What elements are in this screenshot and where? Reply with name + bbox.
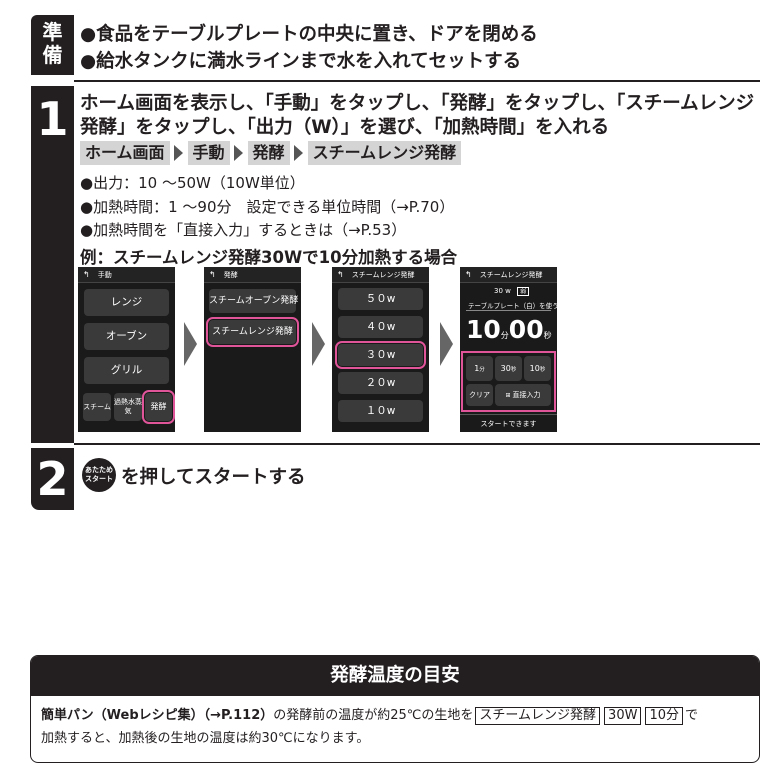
breadcrumb-arrow-icon bbox=[173, 145, 183, 161]
breadcrumb-home: ホーム画面 bbox=[80, 141, 170, 165]
direct-input-button[interactable]: ⊞ 直接入力 bbox=[495, 384, 551, 406]
direct-input-label: 直接入力 bbox=[512, 391, 541, 399]
breadcrumb-arrow-icon bbox=[233, 145, 243, 161]
warm-start-key-line-1: あたため bbox=[85, 466, 113, 474]
step-2-tab: 2 bbox=[31, 448, 74, 510]
time-seconds-unit: 秒 bbox=[543, 331, 552, 340]
screen-manual: ↰ 手動 レンジ オーブン グリル スチーム 過熱水蒸気 発酵 bbox=[78, 267, 175, 432]
screen-power-select: ↰ スチームレンジ発酵 ５０w ４０w ３０w ２０w １０w bbox=[332, 267, 429, 432]
screen-title: 発酵 bbox=[223, 271, 238, 279]
add-10sec-unit: 秒 bbox=[539, 367, 546, 373]
power-40w-button[interactable]: ４０w bbox=[338, 316, 423, 338]
power-30w-button[interactable]: ３０w bbox=[335, 341, 426, 369]
clear-button[interactable]: クリア bbox=[466, 384, 493, 406]
breadcrumb: ホーム画面 手動 発酵 スチームレンジ発酵 bbox=[80, 141, 462, 165]
power-50w-button[interactable]: ５０w bbox=[338, 288, 423, 310]
back-icon[interactable]: ↰ bbox=[209, 270, 216, 279]
add-10sec-button[interactable]: 10秒 bbox=[524, 356, 551, 381]
separator bbox=[466, 310, 551, 311]
breadcrumb-manual: 手動 bbox=[187, 141, 230, 165]
add-10sec-label: 10 bbox=[529, 364, 540, 373]
step-2-instruction: を押してスタートする bbox=[121, 467, 306, 488]
breadcrumb-ferment: 発酵 bbox=[247, 141, 290, 165]
info-output: ●出力：10 ～50W（10W単位） bbox=[80, 174, 305, 192]
divider-step1 bbox=[74, 443, 760, 445]
screen-header: ↰ スチームレンジ発酵 bbox=[460, 267, 557, 283]
info-direct-input: ●加熱時間を「直接入力」するときは（→P.53） bbox=[80, 221, 407, 239]
guide-body: 簡単パン（Webレシピ集）（→P.112）の発酵前の温度が約25℃の生地をスチー… bbox=[31, 696, 759, 750]
add-1min-label: 1 bbox=[474, 364, 480, 373]
guide-line-2: 加熱すると、加熱後の生地の温度は約30℃になります。 bbox=[41, 731, 370, 746]
steam-oven-ferment-button[interactable]: スチームオーブン発酵 bbox=[209, 289, 298, 313]
back-icon[interactable]: ↰ bbox=[83, 270, 90, 279]
divider-prep bbox=[74, 80, 760, 82]
example-title: 例：スチームレンジ発酵30Wで10分加熱する場合 bbox=[80, 248, 458, 267]
power-readout: 30 w 弱 bbox=[494, 286, 530, 296]
warm-start-key-line-2: スタート bbox=[85, 475, 113, 483]
key-10min: 10分 bbox=[645, 707, 683, 725]
guide-recipe-ref: 簡単パン（Webレシピ集）（→P.112） bbox=[41, 708, 274, 723]
prep-tab-char-1: 準 bbox=[42, 20, 63, 44]
screen-header: ↰ スチームレンジ発酵 bbox=[332, 267, 429, 283]
screen-title: スチームレンジ発酵 bbox=[351, 271, 415, 279]
step-1-tab: 1 bbox=[31, 86, 74, 443]
screen-header: ↰ 手動 bbox=[78, 267, 175, 283]
add-1min-button[interactable]: 1分 bbox=[466, 356, 493, 381]
plate-notice: テーブルプレート（白）を使う bbox=[468, 302, 557, 310]
key-30w: 30W bbox=[604, 707, 642, 725]
steam-range-ferment-button[interactable]: スチームレンジ発酵 bbox=[206, 317, 299, 347]
screen-title: スチームレンジ発酵 bbox=[479, 271, 543, 279]
prep-step-tab: 準 備 bbox=[31, 15, 74, 75]
time-readout: 10分00秒 bbox=[466, 313, 552, 353]
flow-arrow-icon bbox=[312, 322, 325, 366]
guide-title: 発酵温度の目安 bbox=[31, 656, 759, 696]
guide-text-1: の発酵前の温度が約25℃の生地を bbox=[273, 708, 474, 723]
prep-tab-char-2: 備 bbox=[42, 43, 63, 67]
time-minutes: 10 bbox=[466, 315, 501, 344]
warm-start-key-icon: あたため スタート bbox=[82, 458, 116, 492]
keypad-icon: ⊞ bbox=[505, 392, 513, 399]
steam-button[interactable]: スチーム bbox=[83, 393, 111, 421]
time-buttons-group: 1分 30秒 10秒 クリア ⊞ 直接入力 bbox=[461, 351, 556, 412]
screen-header: ↰ 発酵 bbox=[204, 267, 301, 283]
info-time: ●加熱時間：1 ～90分 設定できる単位時間（→P.70） bbox=[80, 198, 455, 216]
step-1-instruction: ホーム画面を表示し、「手動」をタップし、「発酵」をタップし、「スチームレンジ発酵… bbox=[80, 93, 755, 138]
breadcrumb-steam-range-ferment: スチームレンジ発酵 bbox=[307, 141, 462, 165]
guide-line-1: 簡単パン（Webレシピ集）（→P.112）の発酵前の温度が約25℃の生地をスチー… bbox=[41, 704, 751, 727]
power-badge: 弱 bbox=[517, 287, 530, 296]
superheated-steam-button[interactable]: 過熱水蒸気 bbox=[114, 393, 142, 421]
time-seconds: 00 bbox=[508, 315, 544, 344]
oven-button[interactable]: オーブン bbox=[84, 323, 169, 350]
flow-arrow-icon bbox=[440, 322, 453, 366]
power-10w-button[interactable]: １０w bbox=[338, 400, 423, 422]
range-button[interactable]: レンジ bbox=[84, 289, 169, 316]
time-minutes-unit: 分 bbox=[500, 331, 509, 340]
add-1min-unit: 分 bbox=[479, 367, 485, 373]
ferment-button[interactable]: 発酵 bbox=[142, 390, 175, 424]
prep-line-2: ●給水タンクに満水ラインまで水を入れてセットする bbox=[80, 51, 522, 72]
key-steam-range-ferment: スチームレンジ発酵 bbox=[475, 707, 601, 725]
guide-text-2: で bbox=[685, 708, 699, 723]
back-icon[interactable]: ↰ bbox=[337, 270, 344, 279]
start-ready-status: スタートできます bbox=[460, 414, 557, 432]
screen-title: 手動 bbox=[97, 271, 112, 279]
flow-arrow-icon bbox=[184, 322, 197, 366]
screen-time-setting: ↰スチームレンジ発酵 30 w 弱 テーブルプレート（白）を使う 10分00秒 … bbox=[460, 267, 557, 432]
prep-line-1: ●食品をテーブルプレートの中央に置き、ドアを閉める bbox=[80, 24, 538, 45]
back-icon[interactable]: ↰ bbox=[465, 270, 472, 279]
add-30sec-button[interactable]: 30秒 bbox=[495, 356, 522, 381]
power-20w-button[interactable]: ２０w bbox=[338, 372, 423, 394]
fermentation-guide-box: 発酵温度の目安 簡単パン（Webレシピ集）（→P.112）の発酵前の温度が約25… bbox=[30, 655, 760, 763]
add-30sec-label: 30 bbox=[500, 364, 511, 373]
power-value: 30 w bbox=[494, 287, 511, 295]
breadcrumb-arrow-icon bbox=[293, 145, 303, 161]
add-30sec-unit: 秒 bbox=[510, 367, 517, 373]
screen-ferment: ↰ 発酵 スチームオーブン発酵 スチームレンジ発酵 bbox=[204, 267, 301, 432]
grill-button[interactable]: グリル bbox=[84, 357, 169, 384]
